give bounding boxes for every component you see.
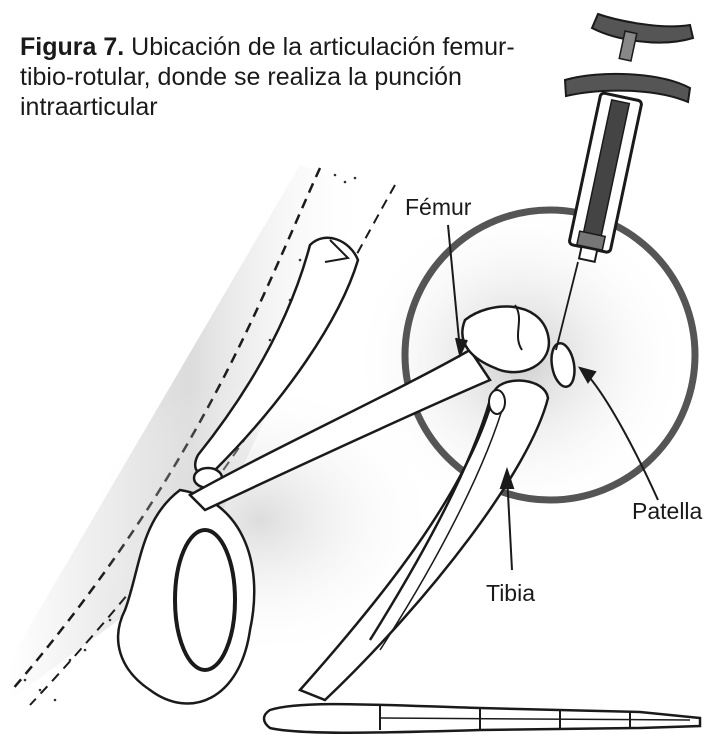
foot-bones bbox=[264, 704, 700, 733]
figure-caption: Figura 7. Ubicación de la articulación f… bbox=[20, 32, 540, 122]
figure-label: Figura 7. bbox=[20, 33, 124, 61]
label-femur: Fémur bbox=[405, 194, 471, 221]
label-patella: Patella bbox=[632, 498, 702, 525]
label-tibia: Tibia bbox=[486, 580, 535, 607]
